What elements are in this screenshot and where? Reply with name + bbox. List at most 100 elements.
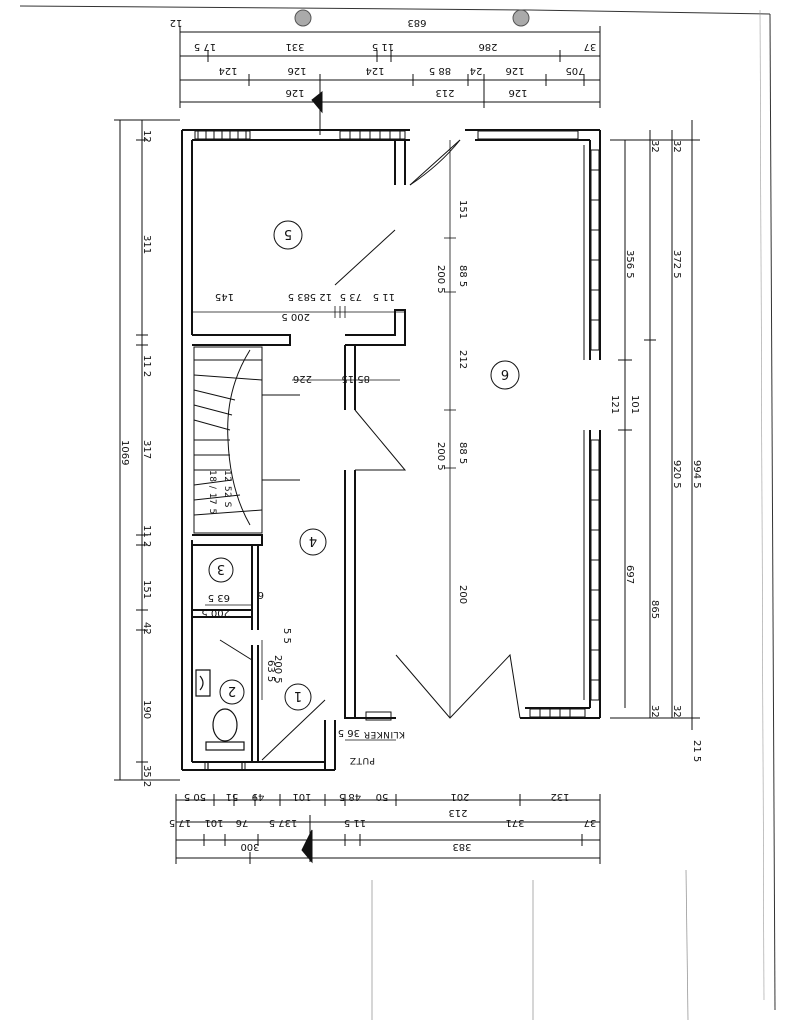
dim-32-d: 32	[671, 140, 682, 153]
dim-124a: 124	[218, 65, 237, 76]
room-3-circle	[208, 557, 234, 583]
dim-372-5: 372 5	[671, 250, 682, 279]
dim-50-5: 50 5	[184, 791, 206, 802]
interior-dimension-lines	[192, 140, 456, 741]
dim-51: 51	[226, 791, 239, 802]
dim-200-5-b: 200 5	[435, 442, 446, 471]
dim-200-5-d: 200 5	[201, 607, 230, 618]
dim-121: 121	[609, 395, 620, 414]
left-dimension-labels: 1069 317 311 11 2 11 2 151 42 190 35 2 1…	[119, 130, 152, 787]
dim-37-b: 37	[584, 817, 597, 828]
exterior-walls	[181, 129, 601, 771]
dim-83-5: 83 5	[288, 291, 310, 302]
dim-126d: 126	[508, 87, 527, 98]
room-6-number: 6	[501, 366, 509, 381]
dim-5-5: 5 5	[281, 628, 292, 644]
dim-151: 151	[141, 580, 152, 599]
room-2-number: 2	[228, 683, 236, 698]
room-5-circle	[273, 220, 303, 250]
dim-85-15: 85 15	[341, 373, 370, 384]
dim-124b: 124	[365, 65, 384, 76]
dim-21-5: 21 5	[691, 740, 702, 762]
dim-17-5: 17 5	[194, 41, 216, 52]
dim-11-5: 11 5	[372, 41, 394, 52]
dim-317: 317	[141, 440, 152, 459]
dim-17-5-b: 17 5	[169, 817, 191, 828]
label-klinker: KLINKER	[363, 729, 405, 739]
dim-226: 226	[293, 373, 312, 384]
dim-145: 145	[215, 291, 234, 302]
room-4-circle	[299, 528, 327, 556]
right-dimension-chains	[610, 120, 700, 730]
staircase	[193, 346, 300, 534]
dim-88-5-a: 88 5	[457, 265, 468, 287]
dim-88-5-b: 88 5	[457, 442, 468, 464]
bathroom-fixtures	[195, 669, 245, 771]
dim-383: 383	[452, 841, 471, 852]
wall-hatching	[194, 130, 600, 771]
dim-11-5-int: 11 5	[373, 291, 395, 302]
dim-212: 212	[457, 350, 468, 369]
dim-126c: 126	[285, 87, 304, 98]
dim-126a: 126	[287, 65, 306, 76]
dim-37: 37	[584, 41, 597, 52]
dim-683: 683	[407, 17, 426, 28]
dim-151-int: 151	[457, 200, 468, 219]
dim-35-2: 35 2	[141, 765, 152, 787]
dim-32-a: 32	[649, 140, 660, 153]
dim-48-5: 48 5	[339, 791, 361, 802]
dim-76: 76	[236, 817, 249, 828]
dim-200: 200	[457, 585, 468, 604]
dim-1069: 1069	[119, 440, 130, 465]
room-1-number: 1	[294, 688, 302, 703]
dim-356-5: 356 5	[624, 250, 635, 279]
bottom-dimension-chains	[175, 794, 601, 864]
top-dimension-chains	[179, 26, 601, 108]
dim-73-5: 73 5	[340, 291, 362, 302]
room-6-circle	[490, 360, 520, 390]
dim-213: 213	[435, 87, 454, 98]
room-markers: 5 6 4 3 2 1	[208, 220, 520, 711]
dim-49: 49	[252, 791, 265, 802]
dim-311: 311	[141, 235, 152, 254]
dim-200-5-c: 200 5	[281, 311, 310, 322]
dim-213-b: 213	[448, 807, 467, 818]
dim-50-b: 50	[376, 791, 389, 802]
dim-42: 42	[141, 622, 152, 635]
paper-edges	[19, 5, 776, 1011]
stair-rise-text: 12 52 S	[222, 470, 232, 508]
dim-63-5-a: 63 5	[208, 592, 230, 603]
bottom-dimension-labels: 132 201 50 48 5 101 49 51 50 5 213 37 37…	[169, 791, 597, 852]
label-putz: PUTZ	[349, 755, 375, 765]
dim-24: 24	[470, 65, 483, 76]
right-dimension-labels: 32 356 5 101 121 697 865 32 32 32 372 5 …	[609, 140, 702, 762]
dim-331: 331	[285, 41, 304, 52]
dim-11-2-b: 11 2	[141, 525, 152, 547]
dim-137-5: 137 5	[269, 817, 298, 828]
dim-705: 705	[565, 65, 584, 76]
dim-6: 6	[258, 589, 264, 600]
dim-12: 12	[170, 17, 183, 28]
dim-36-5: 36 5	[338, 727, 360, 738]
north-marker-top	[311, 90, 323, 135]
dim-126b: 126	[505, 65, 524, 76]
left-dimension-chains	[114, 119, 180, 781]
dim-286: 286	[478, 41, 497, 52]
room-4-number: 4	[309, 533, 317, 548]
sink-icon	[195, 669, 211, 697]
dim-201: 201	[450, 791, 469, 802]
dim-101-right: 101	[629, 395, 640, 414]
dim-11-5-b: 11 5	[344, 817, 366, 828]
room-2-circle	[219, 679, 245, 705]
room-5-number: 5	[284, 226, 292, 241]
dim-12-5: 12 5	[310, 291, 332, 302]
stair-labels: 12 52 S 18 / 17 5	[207, 470, 232, 515]
dim-32-c: 32	[671, 705, 682, 718]
interior-walls	[192, 140, 406, 770]
dim-200-5-e: 200 5	[272, 655, 283, 684]
room-1-circle	[284, 683, 312, 711]
dim-300: 300	[240, 841, 259, 852]
dim-371: 371	[505, 817, 524, 828]
dim-190: 190	[141, 700, 152, 719]
room-3-number: 3	[217, 561, 225, 576]
